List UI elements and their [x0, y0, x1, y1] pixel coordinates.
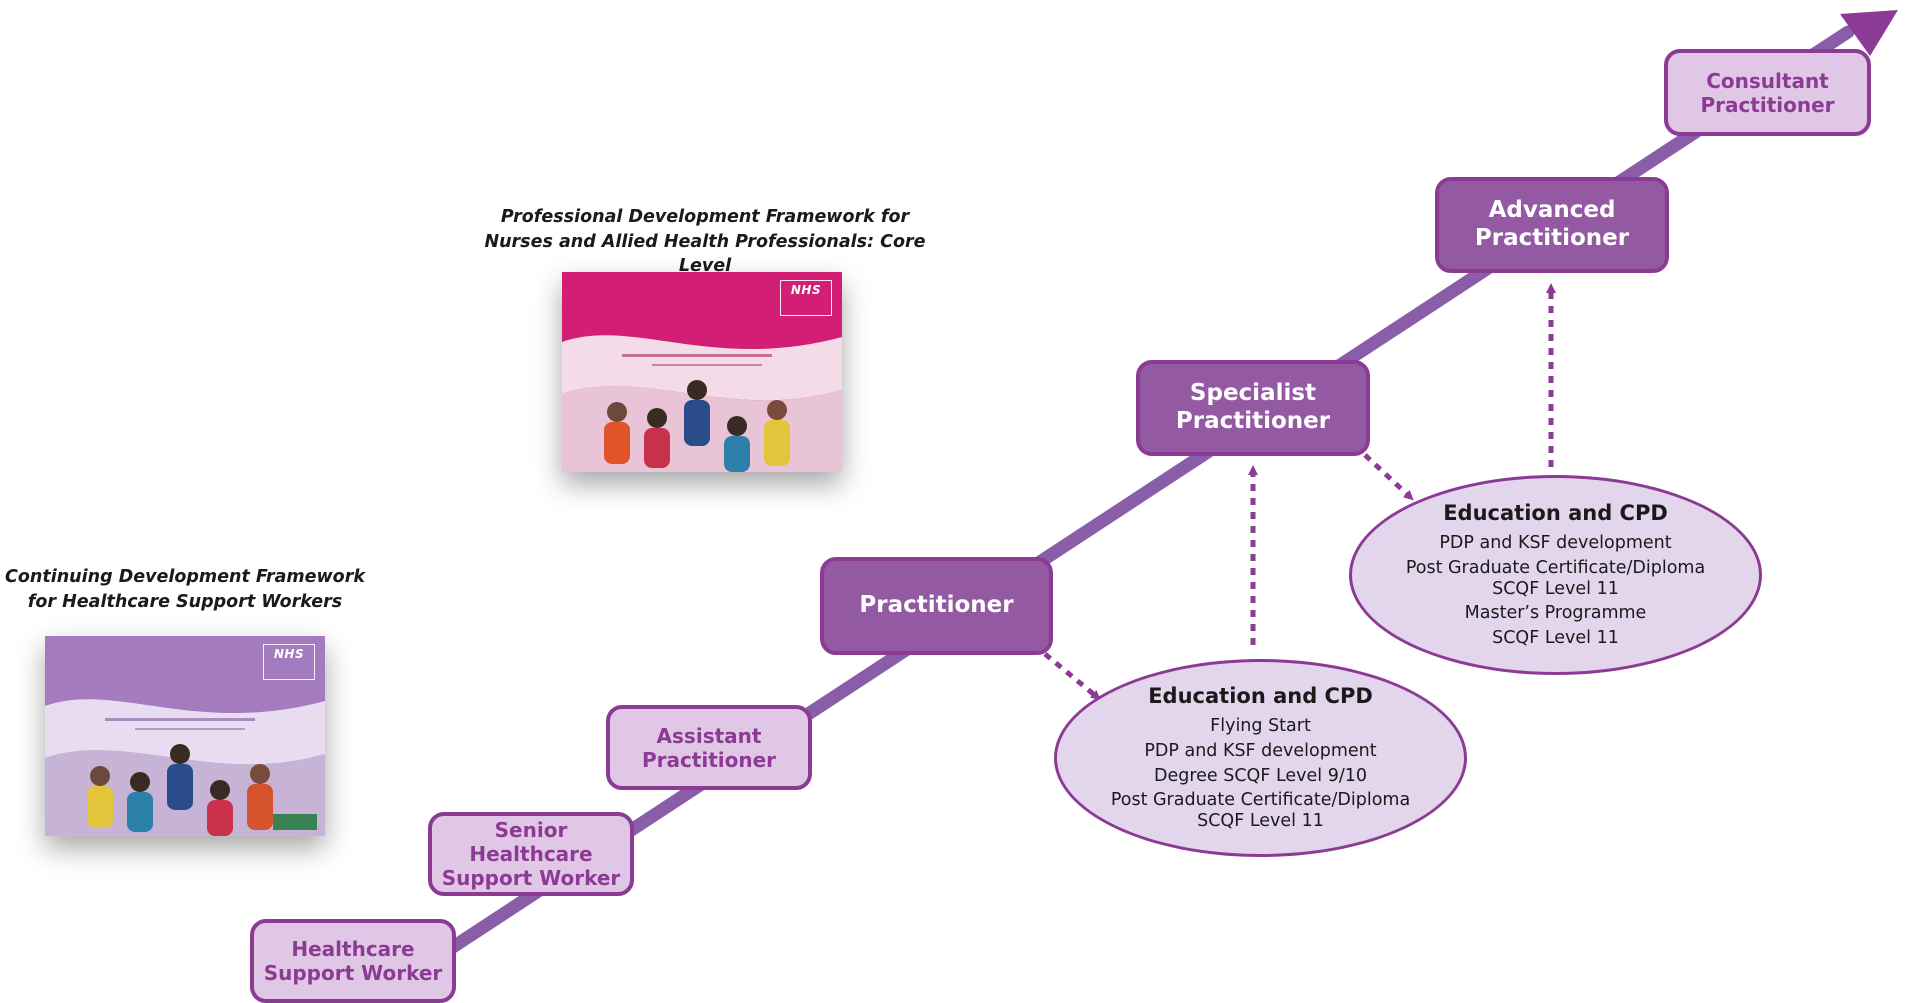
- stage-label: Senior Healthcare Support Worker: [441, 818, 621, 890]
- stage-label: Consultant Practitioner: [1700, 68, 1835, 117]
- stage-assistant-practitioner: Assistant Practitioner: [606, 705, 812, 790]
- stage-label: Advanced Practitioner: [1474, 197, 1630, 251]
- stage-practitioner: Practitioner: [820, 557, 1053, 655]
- stage-consultant-practitioner: Consultant Practitioner: [1664, 49, 1871, 136]
- connector-specialist-to-education: [1363, 453, 1414, 501]
- support-worker-framework-title: Continuing Development Framework for Hea…: [5, 567, 365, 612]
- nhs-mark: NHS: [273, 647, 305, 661]
- education-item: Degree SCQF Level 9/10: [1153, 765, 1368, 786]
- education-item: SCQF Level 11: [1492, 627, 1619, 648]
- education-item: Flying Start: [1210, 716, 1311, 737]
- education-cpd-specialist: Education and CPD PDP and KSF developmen…: [1349, 475, 1762, 675]
- stage-label: Healthcare Support Worker: [263, 937, 443, 985]
- nhs-education-for-scotland-logo: NHS: [780, 280, 832, 316]
- education-title: Education and CPD: [1443, 501, 1668, 526]
- education-title: Education and CPD: [1148, 684, 1373, 709]
- stage-label: Specialist Practitioner: [1175, 380, 1331, 434]
- progression-arrowhead: [1840, 10, 1898, 56]
- stage-label: Assistant Practitioner: [641, 723, 777, 772]
- education-item: Post Graduate Certificate/Diploma SCQF L…: [1110, 790, 1411, 831]
- professional-framework-title: Professional Development Framework for N…: [484, 207, 926, 276]
- connector-practitioner-to-education: [1043, 652, 1101, 701]
- education-item: PDP and KSF development: [1144, 741, 1377, 762]
- support-worker-framework-cover: NHS: [45, 636, 325, 836]
- education-item: Post Graduate Certificate/Diploma SCQF L…: [1405, 558, 1706, 599]
- professional-framework-cover: NHS: [562, 272, 842, 472]
- education-cpd-practitioner: Education and CPD Flying Start PDP and K…: [1054, 659, 1467, 857]
- education-item: PDP and KSF development: [1439, 533, 1672, 554]
- stage-label: Practitioner: [859, 592, 1014, 619]
- stage-advanced-practitioner: Advanced Practitioner: [1435, 177, 1669, 273]
- nhs-education-for-scotland-logo: NHS: [263, 644, 315, 680]
- nhs-mark: NHS: [790, 283, 822, 297]
- education-item: Master’s Programme: [1464, 603, 1647, 624]
- stage-senior-healthcare-support-worker: Senior Healthcare Support Worker: [428, 812, 634, 896]
- stage-specialist-practitioner: Specialist Practitioner: [1136, 360, 1370, 456]
- stage-healthcare-support-worker: Healthcare Support Worker: [250, 919, 456, 1003]
